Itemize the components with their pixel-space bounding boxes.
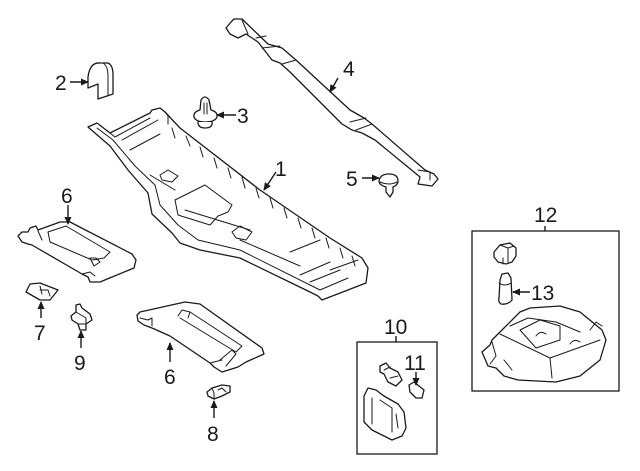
part-2-cap[interactable] <box>87 62 114 100</box>
callout-8: 8 <box>207 423 219 446</box>
part-4-trim-strip[interactable] <box>225 18 439 187</box>
leader-1 <box>263 171 277 191</box>
callout-12: 12 <box>534 204 557 227</box>
part-8-visor-holder[interactable] <box>206 384 231 400</box>
callout-9: 9 <box>74 352 86 375</box>
callout-11: 11 <box>404 352 426 375</box>
callout-6a: 6 <box>61 185 73 208</box>
part-6-sun-visor-right[interactable] <box>136 301 265 373</box>
callout-6b: 6 <box>164 366 176 389</box>
part-7-visor-holder[interactable] <box>25 282 59 301</box>
part-13-bulb <box>498 272 513 305</box>
callout-13: 13 <box>531 282 554 305</box>
part-6-sun-visor-left[interactable] <box>17 221 137 283</box>
group-10-lamp-assembly[interactable] <box>356 336 438 455</box>
part-5-clip[interactable] <box>378 173 399 198</box>
callout-5: 5 <box>346 168 358 191</box>
leader-4 <box>329 77 339 93</box>
callout-3: 3 <box>237 105 249 128</box>
leader-lines <box>37 77 530 418</box>
callout-7: 7 <box>34 322 46 345</box>
part-9-visor-clip[interactable] <box>70 303 93 331</box>
callout-1: 1 <box>275 158 287 181</box>
callout-2: 2 <box>55 72 67 95</box>
callout-labels: 1 2 3 4 5 6 6 7 8 9 10 11 12 13 <box>34 58 557 446</box>
part-1-console-panel[interactable] <box>87 107 369 301</box>
group-12-overhead-console[interactable] <box>471 226 620 392</box>
callout-4: 4 <box>343 58 355 81</box>
callout-10: 10 <box>384 316 407 339</box>
part-3-push-clip[interactable] <box>193 96 218 129</box>
